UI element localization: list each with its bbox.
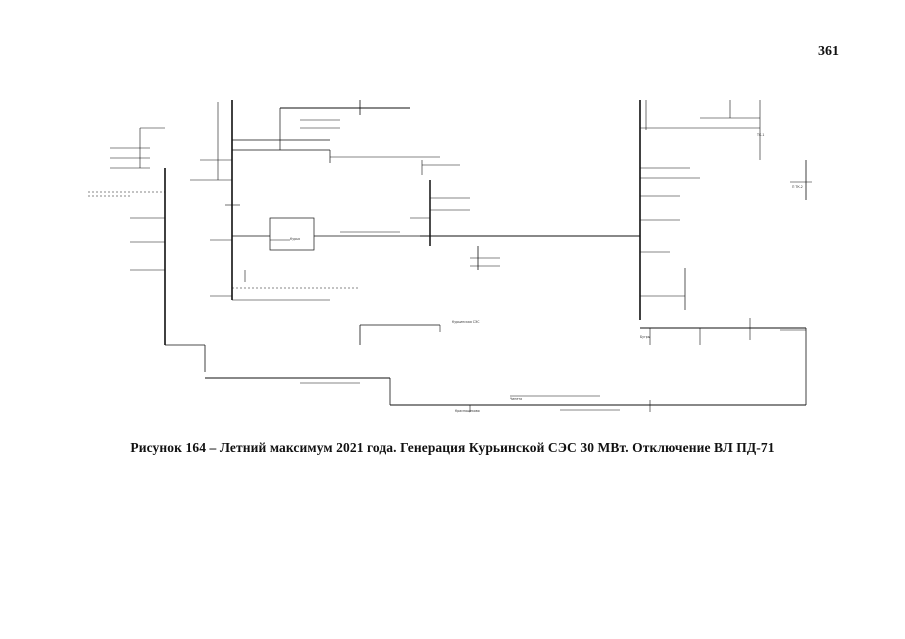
page-number: 361 [818, 44, 839, 59]
top-left-cluster [217, 100, 440, 300]
label-krasnoshch: Краснощеково [455, 409, 480, 413]
label-kurya-ses: Курьинская СЭС [452, 320, 480, 324]
lower-right-bus [640, 318, 807, 405]
bottom-line [205, 324, 806, 412]
mid-left-branch [190, 159, 360, 301]
label-tk1: ТК-1 [756, 133, 764, 137]
left-vertical-bus [164, 168, 206, 372]
label-chinet: Чинета [510, 397, 522, 401]
label-tk2: П ТК-2 [792, 185, 803, 189]
right-cluster [639, 100, 812, 320]
label-bugry: Бугры [640, 335, 651, 339]
centre-bus [410, 160, 640, 270]
figure-caption: Рисунок 164 – Летний максимум 2021 года.… [130, 440, 775, 455]
schematic-labels: Курьинская СЭС Курья Бугры Краснощеково … [290, 133, 803, 413]
label-kurya: Курья [290, 237, 300, 241]
kurya-node [232, 217, 420, 251]
far-left-feeders [88, 127, 165, 271]
